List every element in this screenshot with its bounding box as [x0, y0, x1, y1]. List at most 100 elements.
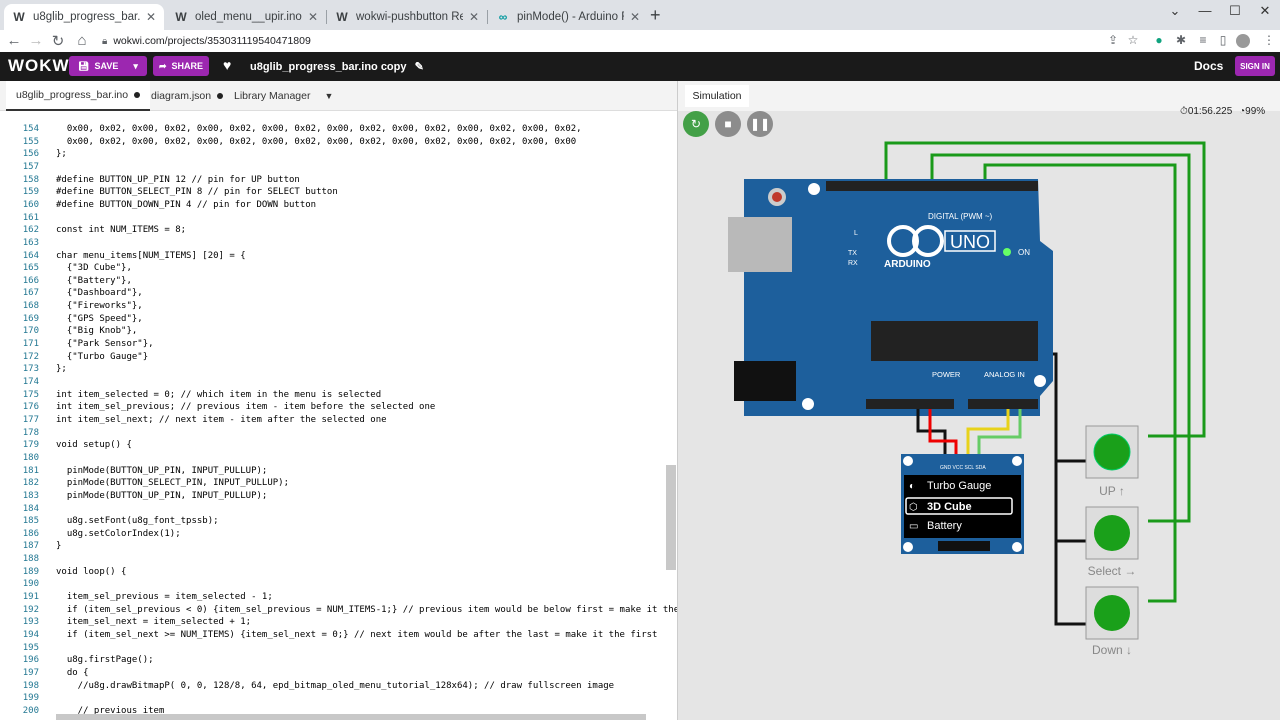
project-name-text: u8glib_progress_bar.ino copy	[250, 61, 407, 73]
new-tab-button[interactable]: +	[650, 5, 661, 25]
code-text: {"Dashboard"},	[56, 288, 143, 299]
on-label: ON	[1018, 248, 1030, 257]
pencil-icon[interactable]: ✎	[414, 61, 424, 73]
code-line: 166 {"Battery"},	[0, 275, 677, 288]
heart-icon[interactable]: ♥	[223, 57, 232, 73]
code-text: if (item_sel_previous < 0) {item_sel_pre…	[56, 604, 677, 615]
board-model: UNO	[950, 232, 990, 252]
code-text: pinMode(BUTTON_SELECT_PIN, INPUT_PULLUP)…	[56, 478, 289, 489]
url-field[interactable]: 🔒︎ wokwi.com/projects/353031119540471809	[96, 32, 1146, 50]
tab-diagram-json[interactable]: diagram.json	[143, 81, 231, 111]
pause-icon[interactable]: ❚❚	[747, 111, 773, 137]
close-tab-icon[interactable]: ✕	[145, 10, 156, 24]
share-button[interactable]: ➦ SHARE	[153, 56, 209, 76]
rx-label: RX	[848, 260, 858, 267]
restart-icon[interactable]: ↻	[683, 111, 709, 137]
tab-simulation[interactable]: Simulation	[685, 85, 749, 107]
code-line: 178	[0, 427, 677, 440]
line-number: 170	[22, 326, 39, 337]
code-text: const int NUM_ITEMS = 8;	[56, 225, 187, 236]
chevron-down-icon[interactable]: ▼	[324, 91, 334, 101]
code-text: pinMode(BUTTON_UP_PIN, INPUT_PULLUP);	[56, 465, 268, 476]
code-text: {"Park Sensor"},	[56, 339, 154, 350]
code-line: 184	[0, 503, 677, 516]
project-name[interactable]: u8glib_progress_bar.ino copy ✎	[250, 60, 424, 73]
line-number: 157	[22, 161, 39, 172]
line-number: 176	[22, 402, 39, 413]
code-text: u8g.setColorIndex(1);	[56, 528, 181, 539]
circuit-diagram: UNO ARDUINO ON DIGITAL (PWM ~) ANALOG IN…	[728, 141, 1206, 657]
reading-list-icon[interactable]: ≡	[1199, 33, 1207, 47]
code-text: };	[56, 149, 67, 160]
pushbutton-down[interactable]: Down ↓	[1085, 586, 1139, 657]
editor-vertical-scrollbar[interactable]	[666, 465, 676, 570]
profile-avatar[interactable]	[1236, 34, 1250, 48]
browser-tab-3[interactable]: W wokwi-pushbutton Reference | W ✕	[327, 4, 487, 30]
code-line: 171 {"Park Sensor"},	[0, 338, 677, 351]
tab-library-manager[interactable]: Library Manager ▼	[226, 81, 341, 111]
modified-dot-icon	[217, 93, 224, 99]
browser-tab-4[interactable]: ∞ pinMode() - Arduino Reference ✕	[488, 4, 648, 30]
digital-label: DIGITAL (PWM ~)	[928, 212, 993, 221]
line-number: 188	[22, 554, 39, 565]
bookmark-star-icon[interactable]: ☆	[1127, 33, 1139, 47]
close-tab-icon[interactable]: ✕	[307, 10, 318, 24]
code-text: if (item_sel_next >= NUM_ITEMS) {item_se…	[56, 630, 658, 640]
code-line: 183 pinMode(BUTTON_UP_PIN, INPUT_PULLUP)…	[0, 490, 677, 503]
browser-tab-bar: W u8glib_progress_bar.ino copy - W ✕ W o…	[0, 0, 1280, 30]
line-number: 198	[22, 680, 39, 691]
line-number: 163	[22, 237, 39, 248]
line-number: 166	[22, 275, 39, 286]
code-line: 173};	[0, 363, 677, 376]
save-disk-icon: 💾︎	[78, 60, 90, 71]
line-number: 165	[22, 263, 39, 274]
code-line: 191 item_sel_previous = item_selected - …	[0, 591, 677, 604]
sign-in-button[interactable]: SIGN IN	[1235, 56, 1275, 76]
browser-tab-1[interactable]: W u8glib_progress_bar.ino copy - W ✕	[4, 4, 164, 30]
docs-link[interactable]: Docs	[1194, 59, 1224, 73]
pushbutton-select[interactable]: Select →	[1085, 506, 1139, 578]
home-icon[interactable]: ⌂	[77, 32, 87, 49]
browser-tab-title: pinMode() - Arduino Reference	[517, 11, 624, 23]
stop-icon[interactable]: ■	[715, 111, 741, 137]
speed-gauge-icon: ◔	[1239, 106, 1246, 117]
code-editor[interactable]: 154 0x00, 0x02, 0x00, 0x02, 0x00, 0x02, …	[0, 112, 677, 720]
line-number: 197	[22, 667, 39, 678]
tab-search-icon[interactable]: ⌄	[1169, 3, 1181, 18]
menu-dots-icon[interactable]: ⋮	[1263, 33, 1275, 47]
extensions-puzzle-icon[interactable]: ✱	[1175, 33, 1187, 47]
chevron-down-icon[interactable]: ▾	[133, 60, 138, 71]
code-line: 182 pinMode(BUTTON_SELECT_PIN, INPUT_PUL…	[0, 477, 677, 490]
minimize-icon[interactable]: —	[1198, 3, 1212, 18]
simulation-canvas: ↻ ■ ❚❚ ⏱01:56.225 ◔99%	[677, 106, 1280, 720]
side-panel-icon[interactable]: ▯	[1219, 33, 1227, 47]
close-tab-icon[interactable]: ✕	[629, 10, 640, 24]
line-number: 183	[22, 490, 39, 501]
code-text: {"3D Cube"},	[56, 263, 132, 274]
pushbutton-up[interactable]: UP ↑	[1085, 425, 1139, 498]
code-line: 170 {"Big Knob"},	[0, 325, 677, 338]
reload-icon[interactable]: ↻	[51, 33, 65, 50]
line-number: 161	[22, 212, 39, 223]
close-tab-icon[interactable]: ✕	[468, 10, 479, 24]
share-page-icon[interactable]: ⇪	[1107, 33, 1119, 47]
wokwi-favicon-icon: W	[175, 10, 187, 24]
wokwi-logo[interactable]: WOKWI	[8, 56, 76, 75]
back-icon[interactable]: ←	[6, 32, 22, 49]
line-number: 160	[22, 199, 39, 210]
extension-icon[interactable]: ●	[1155, 33, 1163, 47]
line-number: 187	[22, 541, 39, 552]
browser-tab-2[interactable]: W oled_menu__upir.ino copy - Wok ✕	[166, 4, 326, 30]
code-line: 197 do {	[0, 667, 677, 680]
close-window-icon[interactable]: ✕	[1259, 3, 1271, 18]
code-line: 161	[0, 212, 677, 225]
save-button[interactable]: 💾︎ SAVE ▾	[69, 56, 147, 76]
code-text: 0x00, 0x02, 0x00, 0x02, 0x00, 0x02, 0x00…	[56, 136, 577, 147]
code-text: // previous item	[56, 705, 165, 716]
maximize-icon[interactable]: ☐	[1229, 3, 1241, 18]
forward-icon[interactable]: →	[28, 32, 44, 49]
tab-sketch-file[interactable]: u8glib_progress_bar.ino	[6, 81, 151, 111]
editor-horizontal-scrollbar[interactable]	[56, 714, 646, 720]
